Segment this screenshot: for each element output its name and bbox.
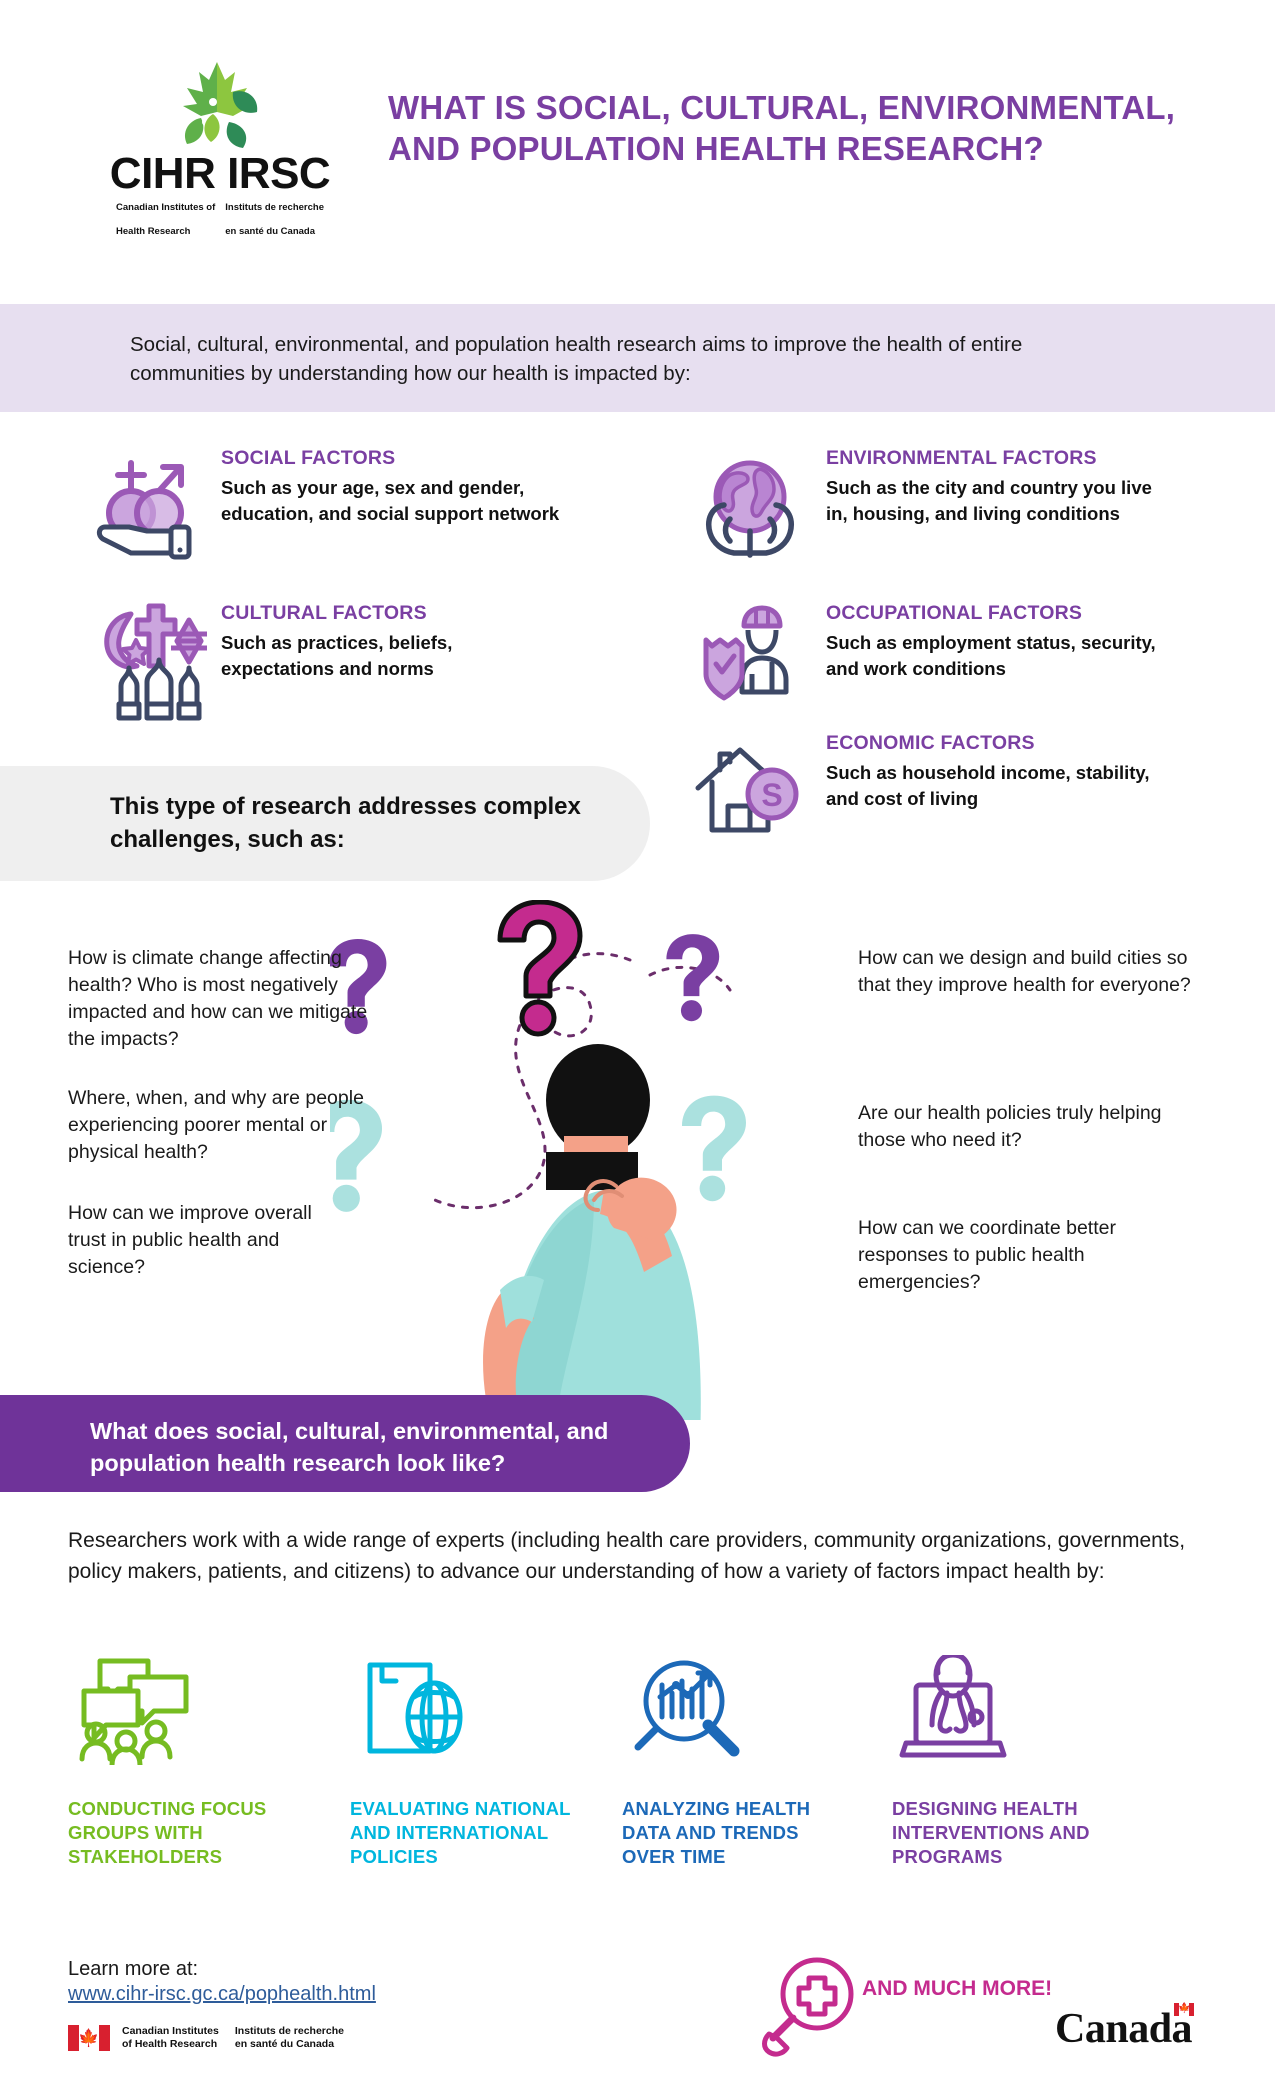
factor-cultural-heading: CULTURAL FACTORS xyxy=(221,602,427,624)
intro-banner: Social, cultural, environmental, and pop… xyxy=(0,304,1275,412)
question-left-2: Where, when, and why are people experien… xyxy=(68,1087,364,1163)
canada-wordmark-text: Canada xyxy=(1055,2006,1193,2052)
factor-occupational: OCCUPATIONAL FACTORS Such as employment … xyxy=(690,600,1156,730)
footer-en-1: Canadian Institutes xyxy=(122,2025,219,2037)
cihr-sub-fr-1: Instituts de recherche xyxy=(225,202,324,213)
cihr-wordmark: CIHR IRSC xyxy=(109,149,331,198)
document-globe-icon xyxy=(350,1655,580,1765)
worker-shield-icon xyxy=(690,600,810,720)
cihr-logo: CIHR IRSC Canadian Institutes of Health … xyxy=(105,60,335,238)
activity-designing-interventions-label: DESIGNING HEALTH INTERVENTIONS AND PROGR… xyxy=(892,1798,1090,1867)
magnifier-medical-cross-icon xyxy=(762,1957,854,2057)
cihr-sub-en-1: Canadian Institutes of xyxy=(116,202,216,213)
question-mark-teal-right xyxy=(682,1095,746,1202)
gender-symbols-in-hand-icon xyxy=(85,445,205,565)
question-right-2: Are our health policies truly helping th… xyxy=(858,1102,1162,1151)
learn-more-link[interactable]: www.cihr-irsc.gc.ca/pophealth.html xyxy=(68,1983,376,2005)
footer-en-2: of Health Research xyxy=(122,2038,218,2050)
question-right-3: How can we coordinate better responses t… xyxy=(858,1217,1116,1293)
challenges-callout-text: This type of research addresses complex … xyxy=(110,793,581,853)
page-header: CIHR IRSC Canadian Institutes of Health … xyxy=(0,0,1275,304)
page-title: WHAT IS SOCIAL, CULTURAL, ENVIRONMENTAL,… xyxy=(388,89,1176,168)
what-it-looks-like-banner-text: What does social, cultural, environmenta… xyxy=(90,1418,609,1476)
question-mark-purple-left xyxy=(330,939,387,1035)
factor-cultural: CULTURAL FACTORS Such as practices, beli… xyxy=(85,600,515,740)
activity-designing-interventions: DESIGNING HEALTH INTERVENTIONS AND PROGR… xyxy=(892,1655,1122,1869)
what-it-looks-like-banner xyxy=(0,1395,690,1492)
footer-fr-1: Instituts de recherche xyxy=(234,2025,344,2037)
activity-focus-groups: CONDUCTING FOCUS GROUPS WITH STAKEHOLDER… xyxy=(68,1655,298,1869)
activity-analyzing-data-label: ANALYZING HEALTH DATA AND TRENDS OVER TI… xyxy=(622,1798,811,1867)
factor-cultural-body: Such as practices, beliefs, expectations… xyxy=(221,632,453,679)
factor-social: SOCIAL FACTORS Such as your age, sex and… xyxy=(85,445,559,575)
question-left-3: How can we improve overall trust in publ… xyxy=(68,1202,312,1278)
question-right-1: How can we design and build cities so th… xyxy=(858,947,1191,996)
factor-economic: S ECONOMIC FACTORS Such as household inc… xyxy=(690,730,1150,860)
factor-occupational-heading: OCCUPATIONAL FACTORS xyxy=(826,602,1083,624)
learn-more-label: Learn more at: xyxy=(68,1958,199,1980)
factor-economic-heading: ECONOMIC FACTORS xyxy=(826,732,1035,754)
factor-environmental: ENVIRONMENTAL FACTORS Such as the city a… xyxy=(690,445,1152,575)
canada-wordmark: Canada 🍁 xyxy=(1055,2003,1195,2053)
laptop-doctor-icon xyxy=(892,1655,1122,1765)
question-mark-purple-right xyxy=(666,934,720,1022)
magnifier-chart-icon xyxy=(622,1655,852,1765)
factor-social-heading: SOCIAL FACTORS xyxy=(221,447,396,469)
intro-text: Social, cultural, environmental, and pop… xyxy=(130,333,1023,385)
speech-bubbles-people-icon xyxy=(68,1655,298,1765)
question-mark-magenta xyxy=(497,900,583,1037)
activity-focus-groups-label: CONDUCTING FOCUS GROUPS WITH STAKEHOLDER… xyxy=(68,1798,267,1867)
and-much-more-text: AND MUCH MORE! xyxy=(862,1977,1053,2000)
activity-evaluating-policies-label: EVALUATING NATIONAL AND INTERNATIONAL PO… xyxy=(350,1798,571,1867)
factor-environmental-body: Such as the city and country you live in… xyxy=(826,477,1152,524)
religious-symbols-icon xyxy=(85,600,207,740)
activity-evaluating-policies: EVALUATING NATIONAL AND INTERNATIONAL PO… xyxy=(350,1655,580,1869)
svg-text:S: S xyxy=(761,777,782,813)
canada-flag-icon: 🍁 xyxy=(68,2025,110,2051)
factor-environmental-heading: ENVIRONMENTAL FACTORS xyxy=(826,447,1097,469)
factor-social-body: Such as your age, sex and gender, educat… xyxy=(221,477,560,524)
globe-in-hands-icon xyxy=(690,445,810,565)
cihr-sub-en-2: Health Research xyxy=(116,226,191,237)
question-mark-teal-left xyxy=(330,1099,383,1212)
factor-economic-body: Such as household income, stability, and… xyxy=(826,762,1150,809)
factor-occupational-body: Such as employment status, security, and… xyxy=(826,632,1156,679)
cihr-logo-subtitle: Canadian Institutes of Health Research I… xyxy=(105,202,335,238)
cihr-sub-fr-2: en santé du Canada xyxy=(225,226,315,237)
researchers-paragraph: Researchers work with a wide range of ex… xyxy=(68,1529,1186,1583)
house-dollar-icon: S xyxy=(690,730,810,850)
footer-fr-2: en santé du Canada xyxy=(234,2038,335,2050)
confused-person-icon xyxy=(330,900,746,1420)
challenges-callout-box xyxy=(0,766,650,881)
canada-flag-small-icon: 🍁 xyxy=(1174,2003,1195,2016)
activity-analyzing-data: ANALYZING HEALTH DATA AND TRENDS OVER TI… xyxy=(622,1655,852,1869)
maple-leaf-icon xyxy=(183,62,258,148)
question-left-1: How is climate change affecting health? … xyxy=(68,947,368,1050)
footer-cihr-wordmark: 🍁 Canadian Institutes of Health Research… xyxy=(68,2025,344,2051)
